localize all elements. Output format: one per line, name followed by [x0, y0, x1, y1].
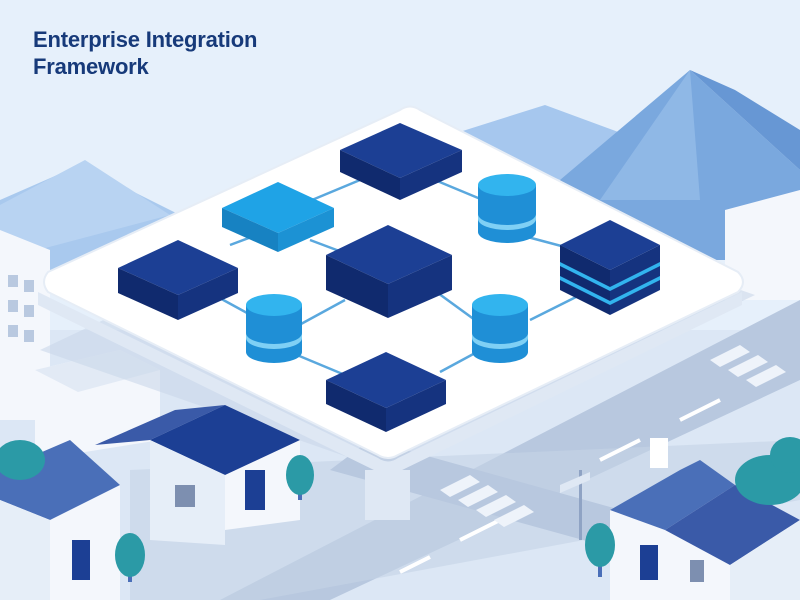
- house-left-center: [95, 405, 300, 545]
- server-block-left[interactable]: [118, 240, 238, 320]
- database-right[interactable]: [472, 294, 528, 363]
- server-rack-right[interactable]: [560, 220, 660, 315]
- server-block-bottom[interactable]: [326, 352, 446, 432]
- server-block-top[interactable]: [340, 123, 462, 200]
- street-sign: [560, 470, 590, 540]
- trees: [0, 437, 800, 582]
- database-left[interactable]: [246, 294, 302, 363]
- database-top-right[interactable]: [478, 174, 536, 243]
- house-right-front: [610, 438, 800, 600]
- platform-support: [365, 470, 410, 520]
- hub-block-center[interactable]: [326, 225, 452, 318]
- page-title: Enterprise Integration Framework: [33, 27, 258, 79]
- service-block-light[interactable]: [222, 182, 334, 252]
